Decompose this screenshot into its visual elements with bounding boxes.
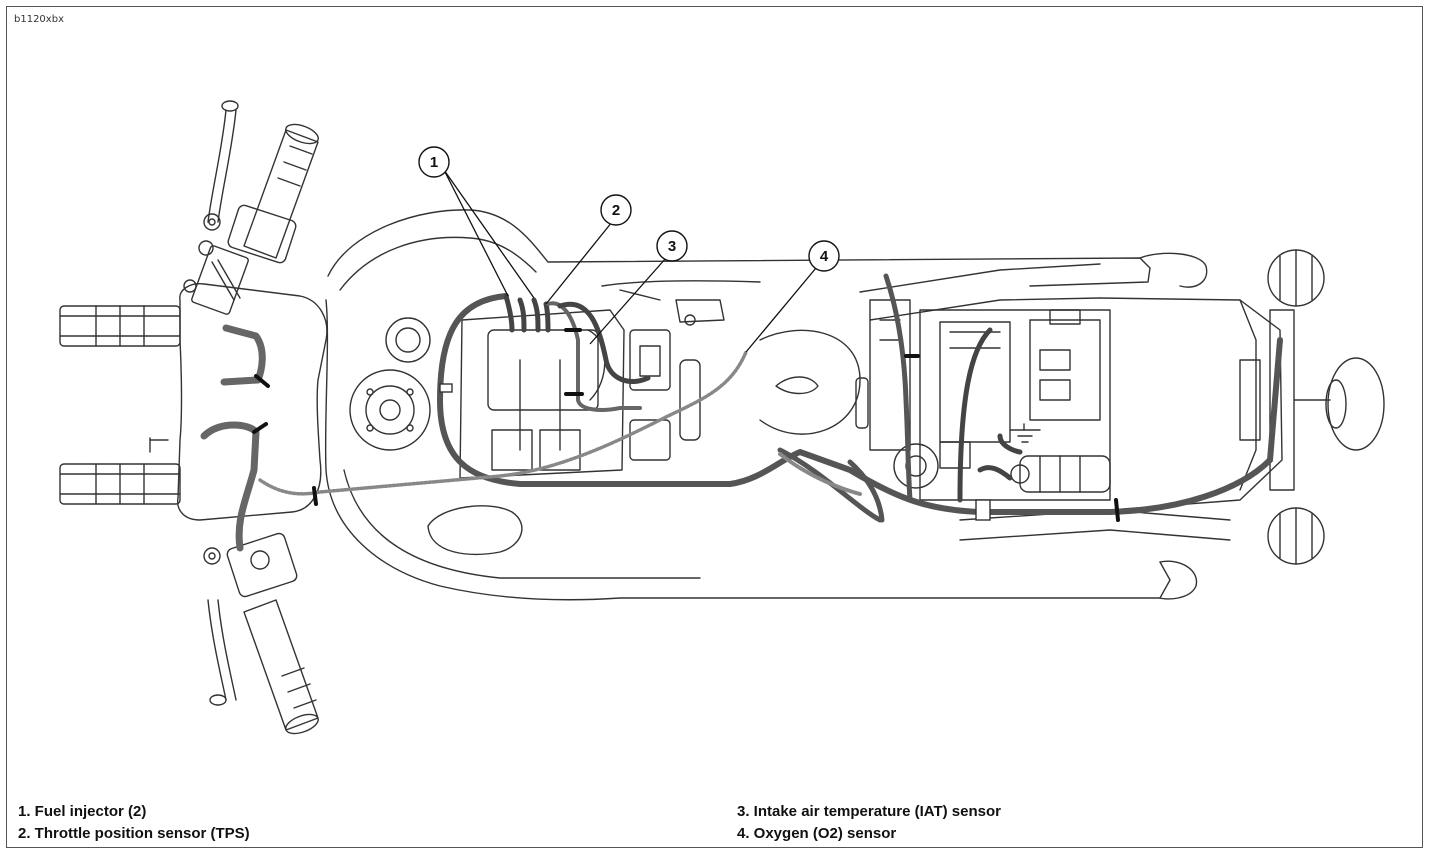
motorcycle-wiring-diagram: 1 2 3 4 [59, 100, 1385, 735]
callout-4: 4 [808, 240, 840, 272]
iat-harness-branch [557, 301, 651, 384]
harness-to-taillight [1267, 337, 1283, 463]
callout-2: 2 [600, 194, 632, 226]
wiring-harness [200, 273, 1283, 552]
o2-conduit [258, 350, 862, 496]
handlebar-assembly [59, 100, 328, 735]
legend-item-fuel-injector: 1. Fuel injector (2) [18, 803, 147, 820]
callout-3-label: 3 [668, 238, 676, 255]
harness-clip-rear [975, 499, 991, 521]
injector-leads [503, 293, 551, 333]
front-harness-upper [220, 324, 266, 386]
electrical-bay [855, 299, 1111, 501]
legend-item-iat-sensor: 3. Intake air temperature (IAT) sensor [737, 803, 1001, 820]
figure-id: b1120xbx [14, 14, 64, 25]
callout-4-label: 4 [820, 248, 829, 265]
legend-item-oxygen-sensor: 4. Oxygen (O2) sensor [737, 825, 897, 842]
rear-lights [1267, 249, 1385, 565]
right-side-harness [883, 273, 913, 503]
fuel-tank-outline [324, 209, 1331, 601]
callout-1: 1 [418, 146, 450, 178]
front-harness-lower [200, 421, 260, 552]
legend-item-throttle-position-sensor: 2. Throttle position sensor (TPS) [18, 825, 250, 842]
rear-crossover [777, 447, 885, 523]
air-cleaner [349, 317, 523, 556]
callout-2-label: 2 [612, 202, 620, 219]
harness-clips [252, 328, 1120, 522]
main-harness-loop [437, 293, 1273, 515]
harness-clip-left [439, 383, 453, 393]
callout-leaders [443, 169, 817, 353]
callout-1-label: 1 [430, 154, 438, 171]
electrical-harness [957, 327, 1023, 503]
engine-area [459, 289, 861, 479]
callout-3: 3 [656, 230, 688, 262]
